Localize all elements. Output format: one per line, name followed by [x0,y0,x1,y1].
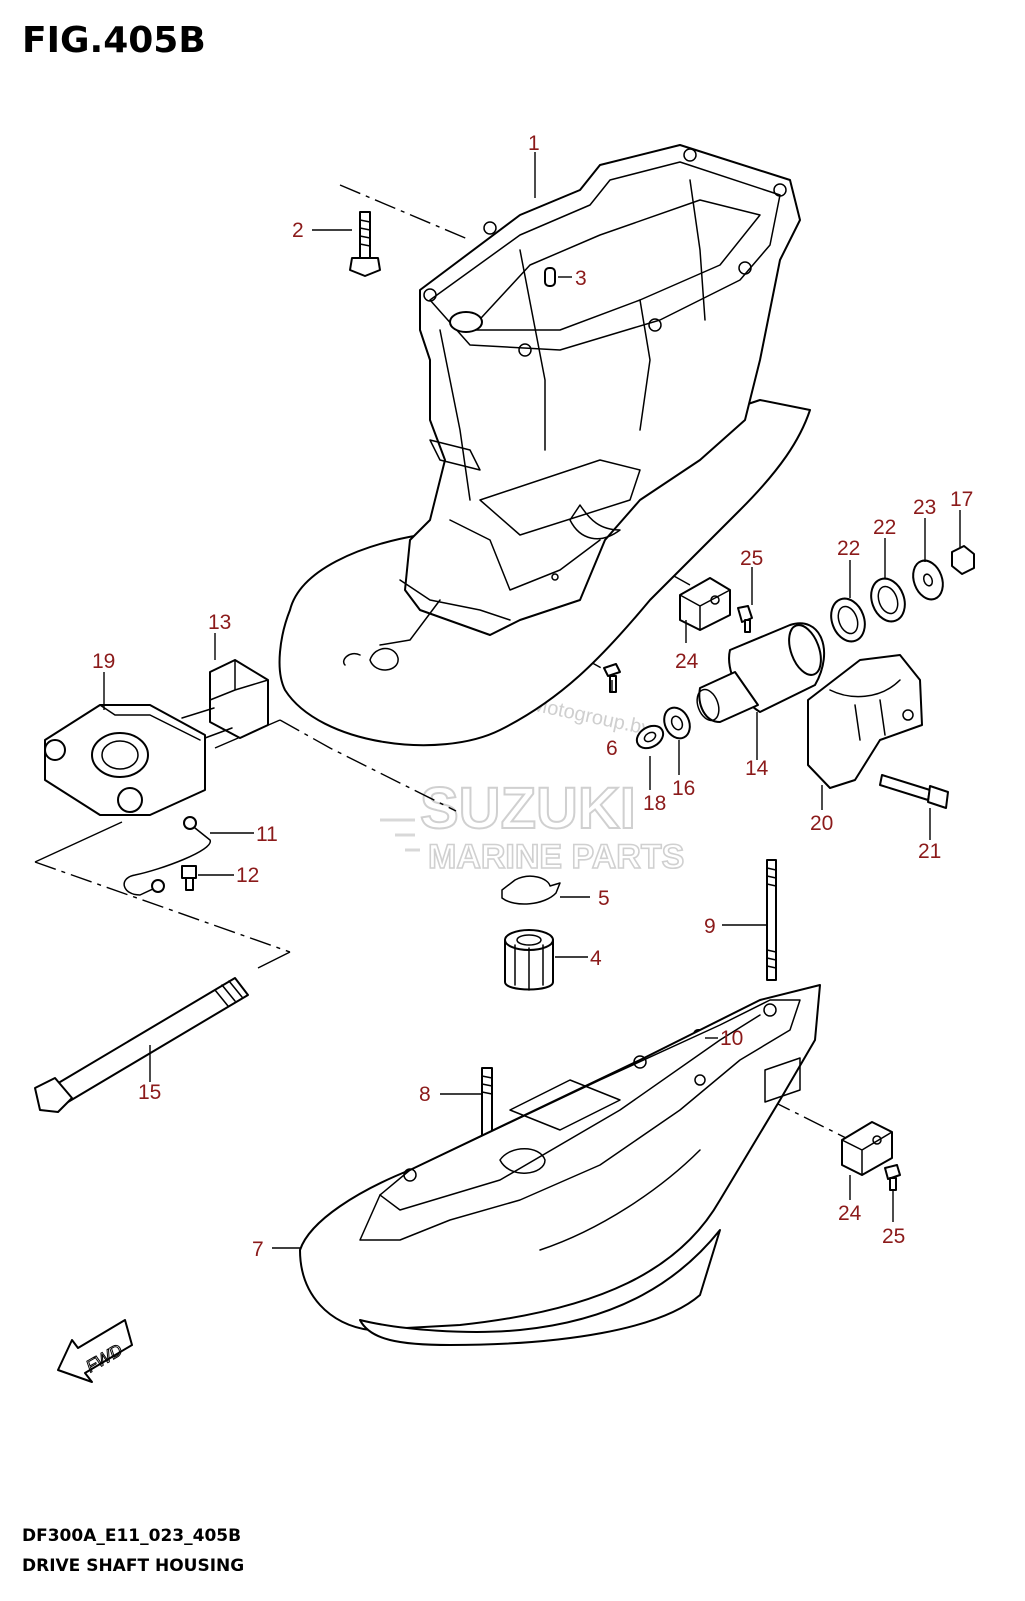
callout-18: 18 [643,792,666,815]
mount-14 [696,622,825,723]
figure-code: DF300A_E11_023_405B [22,1526,242,1546]
clip-5 [501,875,561,905]
callout-19: 19 [92,650,115,673]
callout-6: 6 [606,737,618,760]
screw-12 [181,865,197,891]
screw-25-upper [737,605,753,633]
bolt-21 [879,774,949,809]
watermark-brand: SUZUKI [420,776,636,841]
callout-7: 7 [252,1238,264,1261]
long-bolt-15 [34,977,249,1113]
callout-21: 21 [918,840,941,863]
callout-24-lower: 24 [838,1202,862,1225]
washer-18 [635,724,665,750]
callout-24-upper: 24 [675,650,699,673]
callouts: 1 2 3 4 5 6 7 8 9 10 11 12 13 14 15 16 1… [92,132,973,1261]
callout-3: 3 [575,267,587,290]
callout-23: 23 [913,496,936,519]
callout-16: 16 [672,777,695,800]
callout-8: 8 [419,1083,431,1106]
bolt-2 [349,211,381,277]
callout-15: 15 [138,1081,161,1104]
washer-16 [663,706,691,740]
callout-11: 11 [256,823,278,846]
callout-12: 12 [236,864,259,887]
bushing-4 [504,929,554,991]
ground-lead-11 [123,816,211,896]
clamp-bracket-19 [44,704,206,816]
watermark-sub: MARINE PARTS [428,838,684,876]
dowel-pin-3 [544,267,556,287]
callout-13: 13 [208,611,231,634]
callout-9: 9 [704,915,716,938]
callout-17: 17 [950,488,973,511]
screw-25-lower [884,1164,901,1191]
callout-1: 1 [528,132,540,155]
mount-cover-20 [807,654,923,789]
washer-23 [912,559,944,601]
connector-13 [181,659,269,739]
drive-shaft-housing-lower [299,984,821,1346]
callout-5: 5 [598,887,610,910]
drive-shaft-housing [278,144,811,747]
callout-4: 4 [590,947,602,970]
stud-9 [766,859,777,981]
callout-20: 20 [810,812,833,835]
figure-name: DRIVE SHAFT HOUSING [22,1556,245,1576]
figure-title: FIG.405B [22,20,206,61]
nut-17 [951,545,975,575]
callout-2: 2 [292,219,304,242]
callout-25-upper: 25 [740,547,763,570]
callout-22a: 22 [837,537,860,560]
ring-22a [830,597,866,643]
callout-10: 10 [720,1027,743,1050]
ring-22b [870,577,906,623]
anode-plate-24-upper [679,577,731,631]
callout-14: 14 [745,757,769,780]
anode-plate-24-lower [841,1121,893,1176]
watermark-logo-icon [380,818,420,852]
fwd-arrow-icon: FWD [57,1319,133,1383]
callout-25-lower: 25 [882,1225,905,1248]
callout-22b: 22 [873,516,896,539]
leader-lines [103,152,961,1249]
